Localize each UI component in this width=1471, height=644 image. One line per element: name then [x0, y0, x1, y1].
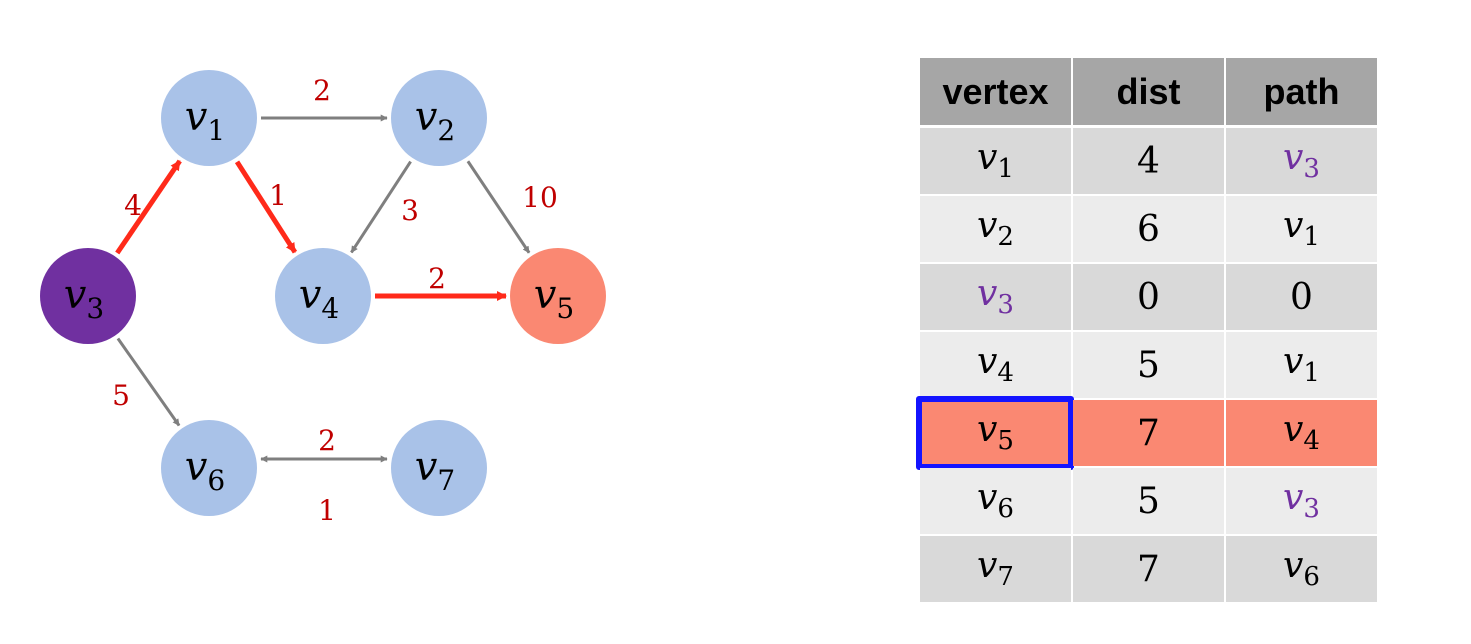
- cell-vertex: v3: [920, 263, 1073, 332]
- edge-weight-v1-v4: 1: [269, 179, 287, 212]
- header-vertex: vertex: [920, 58, 1073, 128]
- cell-dist: 5: [1072, 467, 1226, 536]
- cell-dist: 0: [1072, 263, 1226, 332]
- edge-weight-v4-v5: 2: [428, 262, 446, 295]
- node-circle-v7: [391, 420, 487, 516]
- cell-dist: 6: [1072, 195, 1226, 264]
- node-circle-v3: [40, 248, 136, 344]
- cell-path: v3: [1225, 126, 1377, 196]
- table-row: v6 5 v3: [920, 467, 1377, 536]
- edge-v1-v4: [234, 160, 298, 254]
- table-row: v2 6 v1: [920, 195, 1377, 264]
- cell-vertex: v7: [920, 535, 1073, 604]
- node-v5: v5: [510, 248, 606, 344]
- table-row: v1 4 v3: [920, 126, 1377, 196]
- node-v7: v7: [391, 420, 487, 516]
- vertex-symbol: v4: [977, 341, 1014, 389]
- vertex-symbol: v6: [977, 477, 1014, 525]
- node-label-v1: v1: [185, 94, 225, 147]
- cell-dist: 4: [1072, 126, 1226, 196]
- cell-vertex: v5: [916, 396, 1074, 470]
- edges-layer: 2 4 1 3 10 2 5 2 1: [112, 74, 558, 527]
- vertex-symbol: v5: [977, 409, 1014, 457]
- header-dist: dist: [1072, 58, 1226, 128]
- cell-dist: 7: [1072, 535, 1226, 604]
- vertex-symbol: v3: [1283, 137, 1320, 185]
- node-label-v3: v3: [64, 272, 104, 325]
- node-circle-v1: [161, 70, 257, 166]
- table-row: v4 5 v1: [920, 331, 1377, 400]
- node-v2: v2: [391, 70, 487, 166]
- vertex-symbol: v7: [977, 545, 1014, 593]
- vertex-symbol: v2: [977, 205, 1014, 253]
- cell-path: v1: [1225, 195, 1377, 264]
- cell-vertex: v4: [920, 331, 1073, 400]
- node-circle-v2: [391, 70, 487, 166]
- header-path: path: [1225, 58, 1377, 128]
- node-label-v7: v7: [415, 444, 455, 497]
- cell-path: v4: [1225, 399, 1377, 468]
- edge-v2-v4: [350, 160, 412, 254]
- edge-weight-v3-v6: 5: [112, 379, 130, 412]
- cell-dist: 7: [1072, 399, 1226, 468]
- node-circle-v4: [275, 248, 371, 344]
- cell-vertex: v2: [920, 195, 1073, 264]
- table-row: v5 7 v4: [916, 396, 1377, 470]
- cell-vertex: v6: [920, 467, 1073, 536]
- edge-v3-v6: [116, 337, 181, 427]
- cell-path: v1: [1225, 331, 1377, 400]
- node-v6: v6: [161, 420, 257, 516]
- table-header-row: vertex dist path: [920, 58, 1377, 128]
- node-label-v4: v4: [299, 272, 339, 325]
- edge-weight-v1-v2: 2: [313, 74, 331, 107]
- vertex-symbol: v1: [1283, 341, 1320, 389]
- vertex-symbol: v6: [1283, 545, 1320, 593]
- vertex-symbol: v3: [1283, 477, 1320, 525]
- edge-weight-v2-v4: 3: [401, 194, 419, 227]
- edge-weight-v2-v5: 10: [522, 181, 558, 214]
- node-label-v2: v2: [415, 94, 455, 147]
- node-v4: v4: [275, 248, 371, 344]
- cell-path: v3: [1225, 467, 1377, 536]
- edge-weight-v3-v1: 4: [124, 189, 142, 222]
- node-label-v5: v5: [534, 272, 574, 325]
- vertex-symbol: v1: [1283, 205, 1320, 253]
- cell-dist: 5: [1072, 331, 1226, 400]
- nodes-layer: v1 v2 v3 v4 v5 v6 v7: [40, 70, 606, 516]
- table-row: v7 7 v6: [920, 535, 1377, 604]
- vertex-symbol: v4: [1283, 409, 1320, 457]
- cell-path: 0: [1225, 263, 1377, 332]
- node-circle-v6: [161, 420, 257, 516]
- node-v1: v1: [161, 70, 257, 166]
- node-label-v6: v6: [185, 444, 225, 497]
- edge-v3-v1: [115, 159, 182, 255]
- edge-weight-v6-v7: 2: [318, 424, 336, 457]
- cell-vertex: v1: [920, 126, 1073, 196]
- vertex-symbol: v3: [977, 273, 1014, 321]
- node-v3: v3: [40, 248, 136, 344]
- edge-weight-v7-v6: 1: [318, 494, 336, 527]
- cell-path: v6: [1225, 535, 1377, 604]
- node-circle-v5: [510, 248, 606, 344]
- graph-diagram: 2 4 1 3 10 2 5 2 1 v1 v2 v3 v4 v5 v6 v7: [40, 70, 606, 527]
- edge-v2-v5: [466, 160, 531, 254]
- vertex-symbol: v1: [977, 137, 1014, 185]
